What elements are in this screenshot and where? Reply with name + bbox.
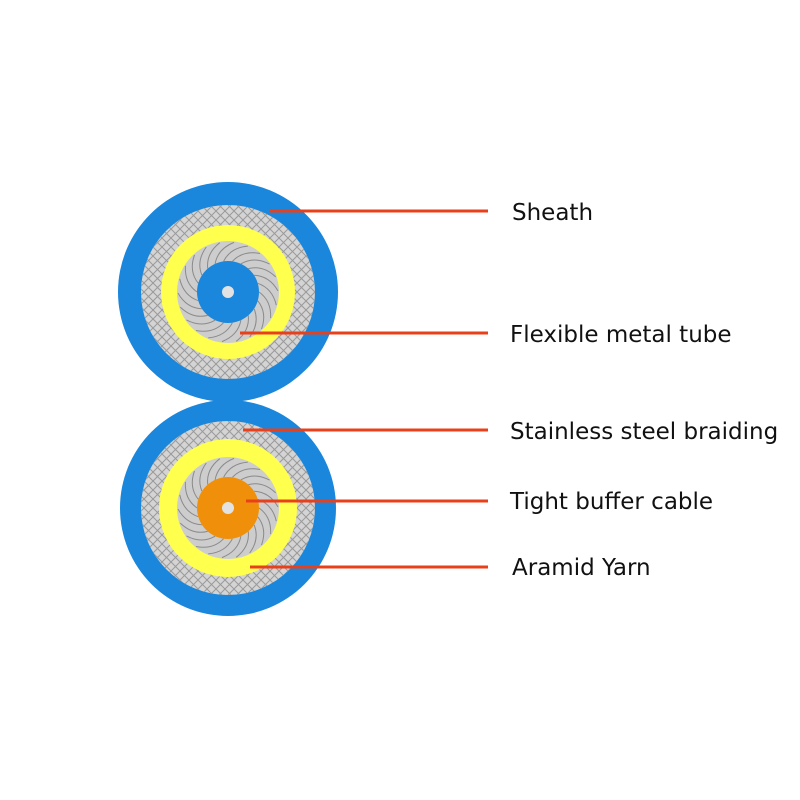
- aramid-strand: [208, 322, 233, 339]
- braid-wire: [245, 205, 315, 379]
- braid-wire: [254, 205, 315, 379]
- aramid-strand: [186, 319, 216, 325]
- aramid-strand: [254, 274, 279, 292]
- braid-wire: [141, 205, 223, 379]
- cable-bottom: [120, 400, 336, 616]
- braid-wire: [141, 421, 196, 595]
- aramid-strand: [177, 292, 202, 310]
- aramid-strand: [257, 282, 277, 306]
- braid-wire: [141, 421, 214, 595]
- aramid-strand: [254, 490, 279, 508]
- aramid-strand: [207, 458, 221, 485]
- aramid-strand: [199, 462, 207, 492]
- aramid-strand: [179, 494, 199, 518]
- label-flexible-metal-tube: Flexible metal tube: [510, 322, 732, 348]
- aramid-strand: [207, 242, 221, 269]
- aramid-strand: [240, 475, 270, 481]
- braid-wire: [141, 421, 196, 595]
- aramid-strand: [184, 265, 198, 293]
- label-aramid-yarn: Aramid Yarn: [512, 555, 651, 581]
- aramid-strand: [186, 535, 216, 541]
- braid-wire: [141, 421, 205, 595]
- aramid-strand: [248, 483, 277, 494]
- aramid-strand: [221, 536, 242, 559]
- aramid-strand: [258, 291, 272, 319]
- braid-wire: [141, 205, 205, 379]
- aramid-strands-bottom: [177, 457, 279, 559]
- aramid-strand: [240, 259, 270, 265]
- aramid-strand: [249, 308, 257, 338]
- aramid-strand: [258, 507, 272, 535]
- aramid-strand: [177, 508, 202, 526]
- fiber-top: [222, 286, 234, 298]
- label-tight-buffer-cable: Tight buffer cable: [509, 489, 713, 515]
- aramid-strand: [196, 538, 224, 548]
- label-sheath: Sheath: [512, 200, 593, 226]
- aramid-strand: [191, 254, 199, 284]
- aramid-strand: [257, 300, 265, 330]
- aramid-strand: [235, 315, 249, 342]
- label-stainless-steel-braiding: Stainless steel braiding: [510, 419, 778, 445]
- braid-wire: [141, 421, 142, 595]
- braid-wire: [245, 421, 315, 595]
- aramid-strand: [179, 306, 208, 317]
- aramid-strand: [223, 461, 248, 478]
- braid-wire: [141, 205, 223, 379]
- aramid-strand: [179, 278, 199, 302]
- braid-wire: [141, 205, 196, 379]
- braid-wire: [141, 421, 205, 595]
- aramid-strand: [214, 241, 235, 264]
- braid-wire: [236, 421, 315, 595]
- braid-wire: [141, 421, 142, 595]
- braid-wire: [254, 205, 315, 379]
- aramid-strand: [184, 481, 198, 509]
- aramid-strand: [191, 470, 199, 500]
- braid-wire: [141, 205, 205, 379]
- aramid-strand: [199, 246, 207, 276]
- braid-wire: [141, 421, 214, 595]
- aramid-strand: [257, 516, 265, 546]
- braid-wire: [141, 205, 214, 379]
- braid-wire: [236, 205, 315, 379]
- braid-wire: [245, 205, 315, 379]
- fiber-bottom: [222, 502, 234, 514]
- braid-wire: [141, 205, 196, 379]
- aramid-strand: [208, 538, 233, 555]
- cable-top: [118, 182, 338, 402]
- aramid-strand: [232, 252, 260, 262]
- aramid-strand: [221, 320, 242, 343]
- aramid-strand: [196, 322, 224, 332]
- aramid-strand: [248, 267, 277, 278]
- aramid-strand: [214, 457, 235, 480]
- braid-wire: [141, 205, 214, 379]
- aramid-strand: [249, 524, 257, 554]
- aramid-strand: [179, 522, 208, 533]
- aramid-strands-top: [177, 241, 279, 343]
- braid-wire: [254, 421, 315, 595]
- aramid-strand: [235, 531, 249, 558]
- braid-wire: [236, 205, 315, 379]
- aramid-strand: [223, 245, 248, 262]
- aramid-strand: [232, 468, 260, 478]
